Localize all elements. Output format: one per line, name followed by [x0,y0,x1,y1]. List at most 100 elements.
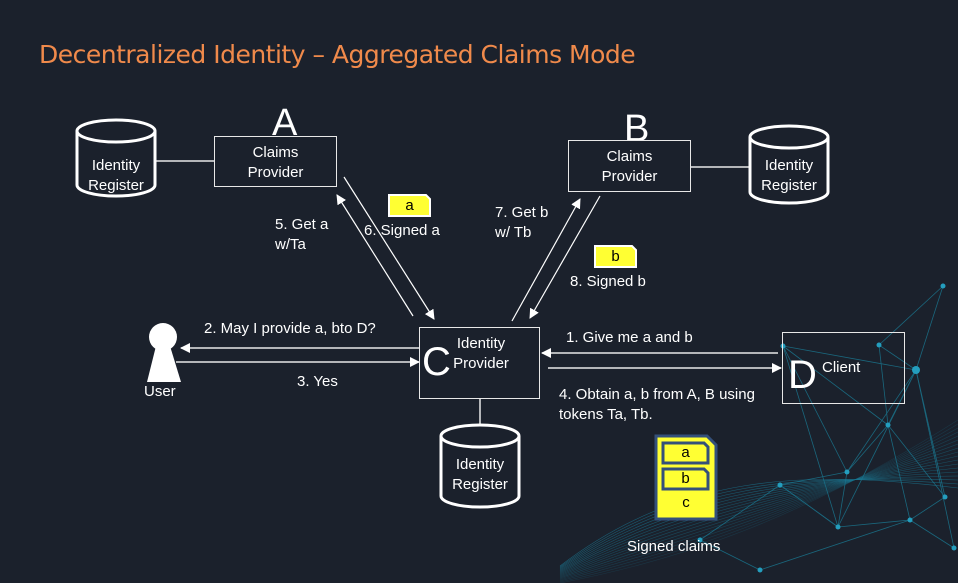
identity-register-c-label: Identity Register [441,455,519,495]
label-line: Identity [764,157,814,174]
network-wave [559,478,958,569]
network-edge [887,424,946,498]
node-a-letter: A [272,102,298,144]
identity-register-a-cylinder [75,118,157,198]
step-6-label: 6. Signed a [364,222,440,239]
network-node [942,494,948,500]
arrow-6-signed-a [343,176,435,320]
identity-register-c-cylinder [439,423,521,509]
signed-claim-c: c [682,494,690,511]
user-icon [147,323,181,382]
label-line: tokens Ta, Tb. [559,406,653,423]
network-wave [559,423,958,583]
network-wave [559,463,958,573]
network-wave [559,427,958,582]
step-1-label: 1. Give me a and b [566,329,693,346]
claims-provider-b[interactable] [568,140,691,192]
arrow-7-get-b [511,198,581,322]
node-c-letter: C [422,340,451,384]
network-edge [782,345,917,371]
network-wave [559,439,958,579]
claims-provider-b-label: Claims Provider [568,147,691,187]
network-wave [559,479,958,568]
token-b-label: b [611,248,620,265]
network-node [951,545,957,551]
label-line: Claims [606,148,653,165]
identity-register-a-label: Identity Register [77,156,155,196]
identity-register-b-cylinder [748,124,830,205]
client-d-label: Client [822,359,861,376]
network-edge [878,344,889,426]
label-line: Identity [456,335,506,352]
network-edge [782,345,848,473]
signed-claims-caption: Signed claims [627,538,721,555]
client-d[interactable] [782,332,905,404]
network-wave [559,443,958,578]
network-node [876,342,882,348]
identity-provider-c[interactable] [419,327,540,399]
network-node [885,422,891,428]
network-wave [559,467,958,572]
network-node [780,343,786,349]
arrow-5-get-a [336,194,414,317]
network-edge [759,519,911,571]
label-line: w/ Tb [495,224,532,241]
token-a-label: a [405,197,414,214]
signed-claim-a: a [681,444,690,461]
label-line: Register [761,177,817,194]
label-line: Provider [453,355,509,372]
step-4-label: 4. Obtain a, b from A, B using tokens Ta… [559,385,755,425]
network-background [559,283,958,583]
network-edge [909,496,946,521]
step-5-label: 5. Get a w/Ta [275,215,328,255]
network-edge [878,344,917,371]
network-node [777,482,783,488]
page-title: Decentralized Identity – Aggregated Clai… [39,40,636,69]
arrow-8-signed-b [529,195,601,319]
node-d-letter: D [788,353,817,397]
label-line: Register [452,476,508,493]
label-line: Claims [252,144,299,161]
node-b-letter: B [624,108,650,150]
label-line: w/Ta [275,236,306,253]
network-wave [559,455,958,575]
network-edge [837,471,848,528]
claims-provider-a-label: Claims Provider [214,143,337,183]
label-line: 7. Get b [495,204,549,221]
signed-claim-b: b [681,470,690,487]
step-2-label: 2. May I provide a, bto D? [204,320,376,337]
network-edge [837,369,917,528]
token-a-shape [388,194,431,217]
network-node [907,517,913,523]
network-edge [779,484,839,528]
network-node [912,366,920,374]
signed-claims-card [654,434,718,521]
network-edge [699,539,761,571]
step-3-label: 3. Yes [297,373,338,390]
label-line: Register [88,177,144,194]
user-label: User [144,383,176,400]
network-edge [846,424,889,473]
network-edge [782,345,889,426]
network-edge [782,345,839,528]
step-8-label: 8. Signed b [570,273,646,290]
label-line: Identity [455,456,505,473]
label-line: 4. Obtain a, b from A, B using [559,386,755,403]
network-wave [559,459,958,574]
network-node [757,567,763,573]
network-edge [837,519,911,528]
network-node [697,537,703,543]
network-wave [559,475,958,570]
network-wave [559,431,958,581]
network-wave [559,478,958,567]
claims-provider-a[interactable] [214,136,337,187]
network-wave [559,471,958,571]
network-edge [887,424,911,521]
network-wave [559,451,958,576]
network-wave [559,435,958,580]
network-edge [699,484,781,541]
network-edge [779,471,848,486]
network-wave [559,419,958,583]
token-b-shape [594,245,637,268]
